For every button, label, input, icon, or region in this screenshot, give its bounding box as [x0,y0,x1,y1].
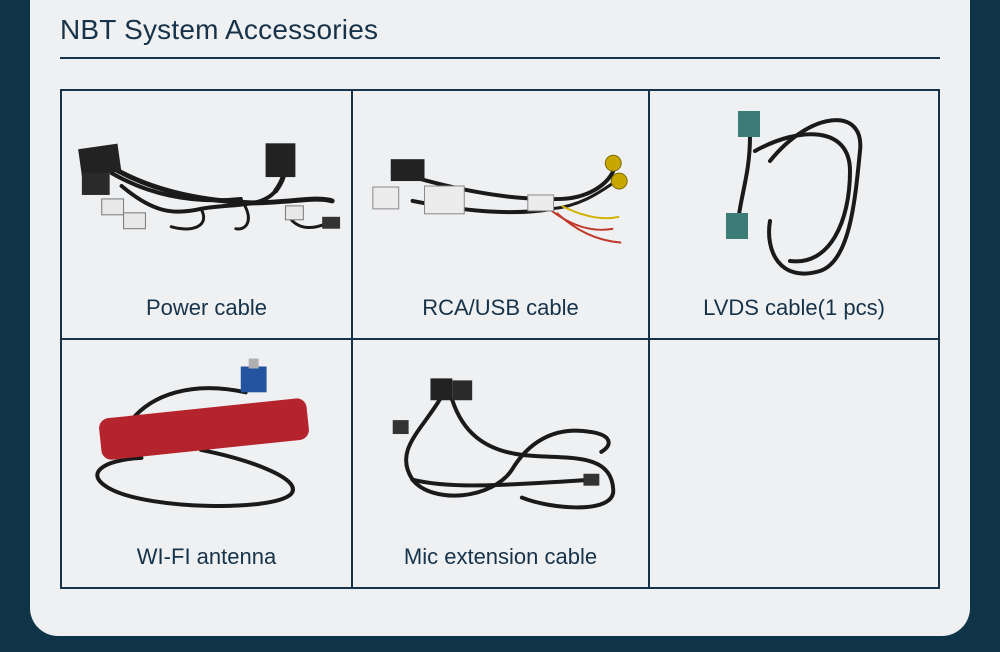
empty-cell [650,340,938,587]
accessory-cell-lvds-cable: LVDS cable(1 pcs) [650,91,938,340]
accessory-cell-mic-extension-cable: Mic extension cable [353,340,650,587]
rca-usb-cable-image [372,154,628,244]
lvds-cable-image [726,111,863,276]
accessory-cell-rca-usb-cable: RCA/USB cable [353,91,650,340]
accessory-label: Mic extension cable [403,544,598,569]
accessory-label: RCA/USB cable [422,295,579,320]
mic-extension-cable-image [392,378,616,510]
power-cable-image [78,143,341,231]
page-title: NBT System Accessories [60,14,379,45]
accessories-grid: Power cable RCA/USB cable [60,89,940,589]
accessory-label: Power cable [145,295,268,320]
accessory-label: LVDS cable(1 pcs) [703,295,885,320]
accessory-cell-wifi-antenna: WI-FI antenna [62,340,353,587]
accessory-label: WI-FI antenna [136,544,277,569]
wifi-antenna-image [95,358,309,508]
content-card [30,0,970,636]
title-divider [60,57,940,59]
accessory-cell-power-cable: Power cable [62,91,353,340]
